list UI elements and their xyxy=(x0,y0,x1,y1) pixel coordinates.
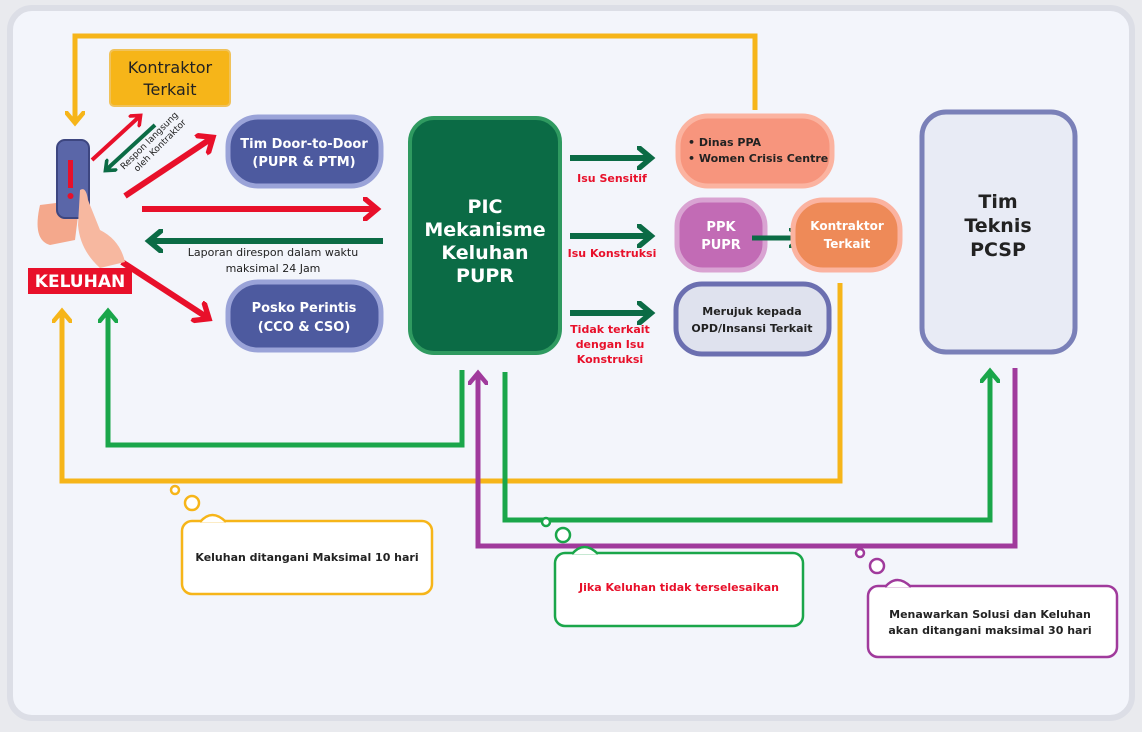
phone-alert-icon xyxy=(37,139,125,268)
svg-text:Keluhan ditangani Maksimal 10: Keluhan ditangani Maksimal 10 hari xyxy=(195,551,418,564)
svg-text:Posko Perintis(CCO & CSO): Posko Perintis(CCO & CSO) xyxy=(252,301,357,335)
yellow-flow-top xyxy=(75,33,758,122)
svg-text:Tim Door-to-Door(PUPR & PTM): Tim Door-to-Door(PUPR & PTM) xyxy=(240,137,368,170)
purple-flow-solution xyxy=(478,368,1018,549)
label-isu-konstruksi: Isu Konstruksi xyxy=(568,247,657,260)
dinas-ppa-box[interactable]: • Dinas PPA• Women Crisis Centre xyxy=(675,113,835,189)
arrow-from-kontraktor xyxy=(106,123,157,170)
arrow-to-door-to-door xyxy=(123,138,212,199)
yellow-flow-bottom xyxy=(62,283,843,484)
svg-text:• Dinas PPA• Women Crisis Cent: • Dinas PPA• Women Crisis Centre xyxy=(688,136,828,165)
arrow-to-posko xyxy=(120,259,208,318)
green-flow-return xyxy=(108,312,465,448)
tim-door-to-door[interactable]: Tim Door-to-Door(PUPR & PTM) xyxy=(225,114,384,189)
green-flow-escalate xyxy=(502,372,990,523)
callout-green: Jika Keluhan tidak terselesaikan xyxy=(540,516,805,628)
label-isu-sensitif: Isu Sensitif xyxy=(577,172,647,185)
svg-text:Jika Keluhan tidak terselesaik: Jika Keluhan tidak terselesaikan xyxy=(578,581,779,594)
callout-yellow: Keluhan ditangani Maksimal 10 hari xyxy=(169,484,434,596)
keluhan-label: KELUHAN xyxy=(35,272,125,292)
keluhan-badge xyxy=(28,268,132,294)
arrow-to-kontraktor xyxy=(90,116,140,162)
posko-perintis[interactable]: Posko Perintis(CCO & CSO) xyxy=(225,279,384,353)
